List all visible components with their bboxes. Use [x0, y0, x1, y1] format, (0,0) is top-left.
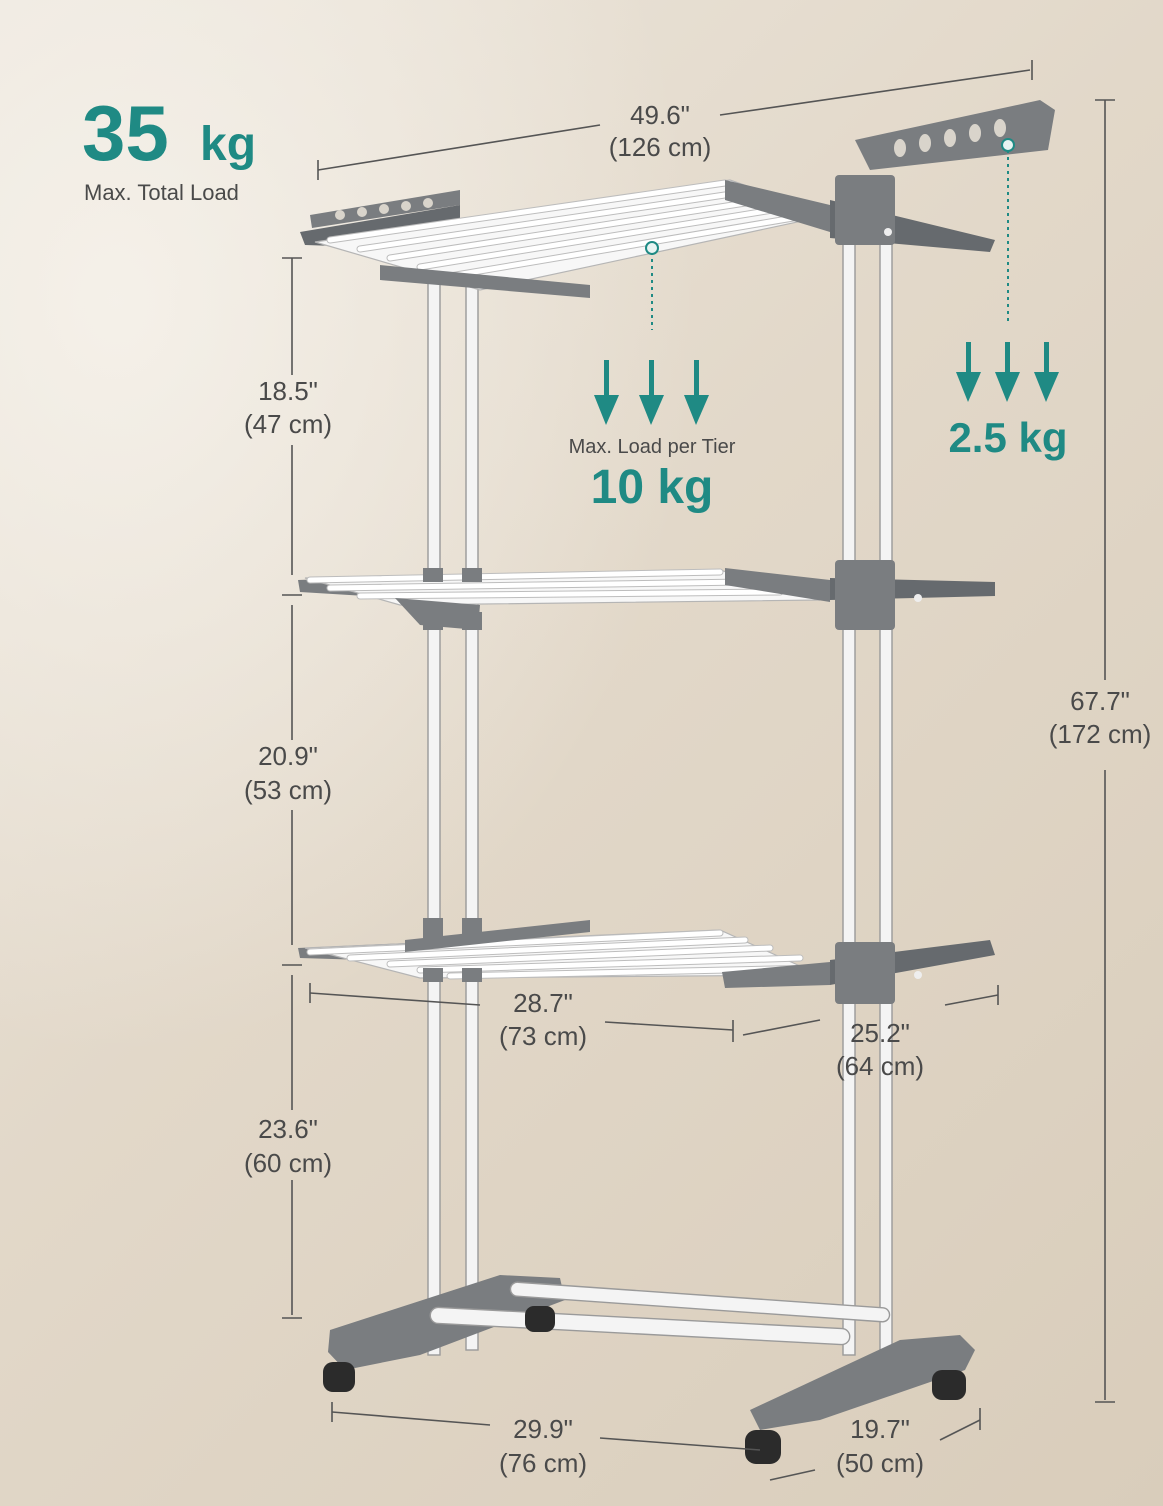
base-length-in: 29.9": [513, 1414, 573, 1444]
shelf-depth-cm: (64 cm): [836, 1051, 924, 1081]
down-arrow-icon: [956, 342, 1059, 402]
base-depth-in: 19.7": [850, 1414, 910, 1444]
shelf-depth-in: 25.2": [850, 1018, 910, 1048]
top-width-in: 49.6": [630, 100, 690, 130]
tier3-height-in: 23.6": [258, 1114, 318, 1144]
tier1-height-cm: (47 cm): [244, 409, 332, 439]
drying-rack: [298, 100, 1055, 1464]
tier3-height-cm: (60 cm): [244, 1148, 332, 1178]
middle-tier: [298, 560, 995, 630]
top-tier: [300, 100, 1055, 298]
wing-load-value: 2.5 kg: [948, 414, 1067, 461]
total-height-cm: (172 cm): [1049, 719, 1152, 749]
shelf-length-in: 28.7": [513, 988, 573, 1018]
down-arrow-icon: [594, 360, 709, 425]
tier2-height-cm: (53 cm): [244, 775, 332, 805]
shelf-length-cm: (73 cm): [499, 1021, 587, 1051]
rack-base: [323, 1275, 975, 1464]
tier1-height-in: 18.5": [258, 376, 318, 406]
total-height-in: 67.7": [1070, 686, 1130, 716]
tier-load-caption: Max. Load per Tier: [569, 436, 736, 458]
tier-load-indicator: [594, 241, 709, 425]
base-depth-cm: (50 cm): [836, 1448, 924, 1478]
total-load-unit: kg: [200, 118, 256, 171]
total-load-block: 35 kg Max. Total Load: [82, 89, 256, 205]
total-load-caption: Max. Total Load: [84, 180, 239, 205]
base-length-cm: (76 cm): [499, 1448, 587, 1478]
dimension-lines: [282, 60, 1115, 1481]
tier2-height-in: 20.9": [258, 741, 318, 771]
bottom-tier: [298, 918, 995, 1004]
total-load-value: 35: [82, 89, 169, 177]
tier-load-value: 10 kg: [591, 461, 714, 514]
wing-load-indicator: [956, 138, 1059, 402]
top-width-cm: (126 cm): [609, 132, 712, 162]
